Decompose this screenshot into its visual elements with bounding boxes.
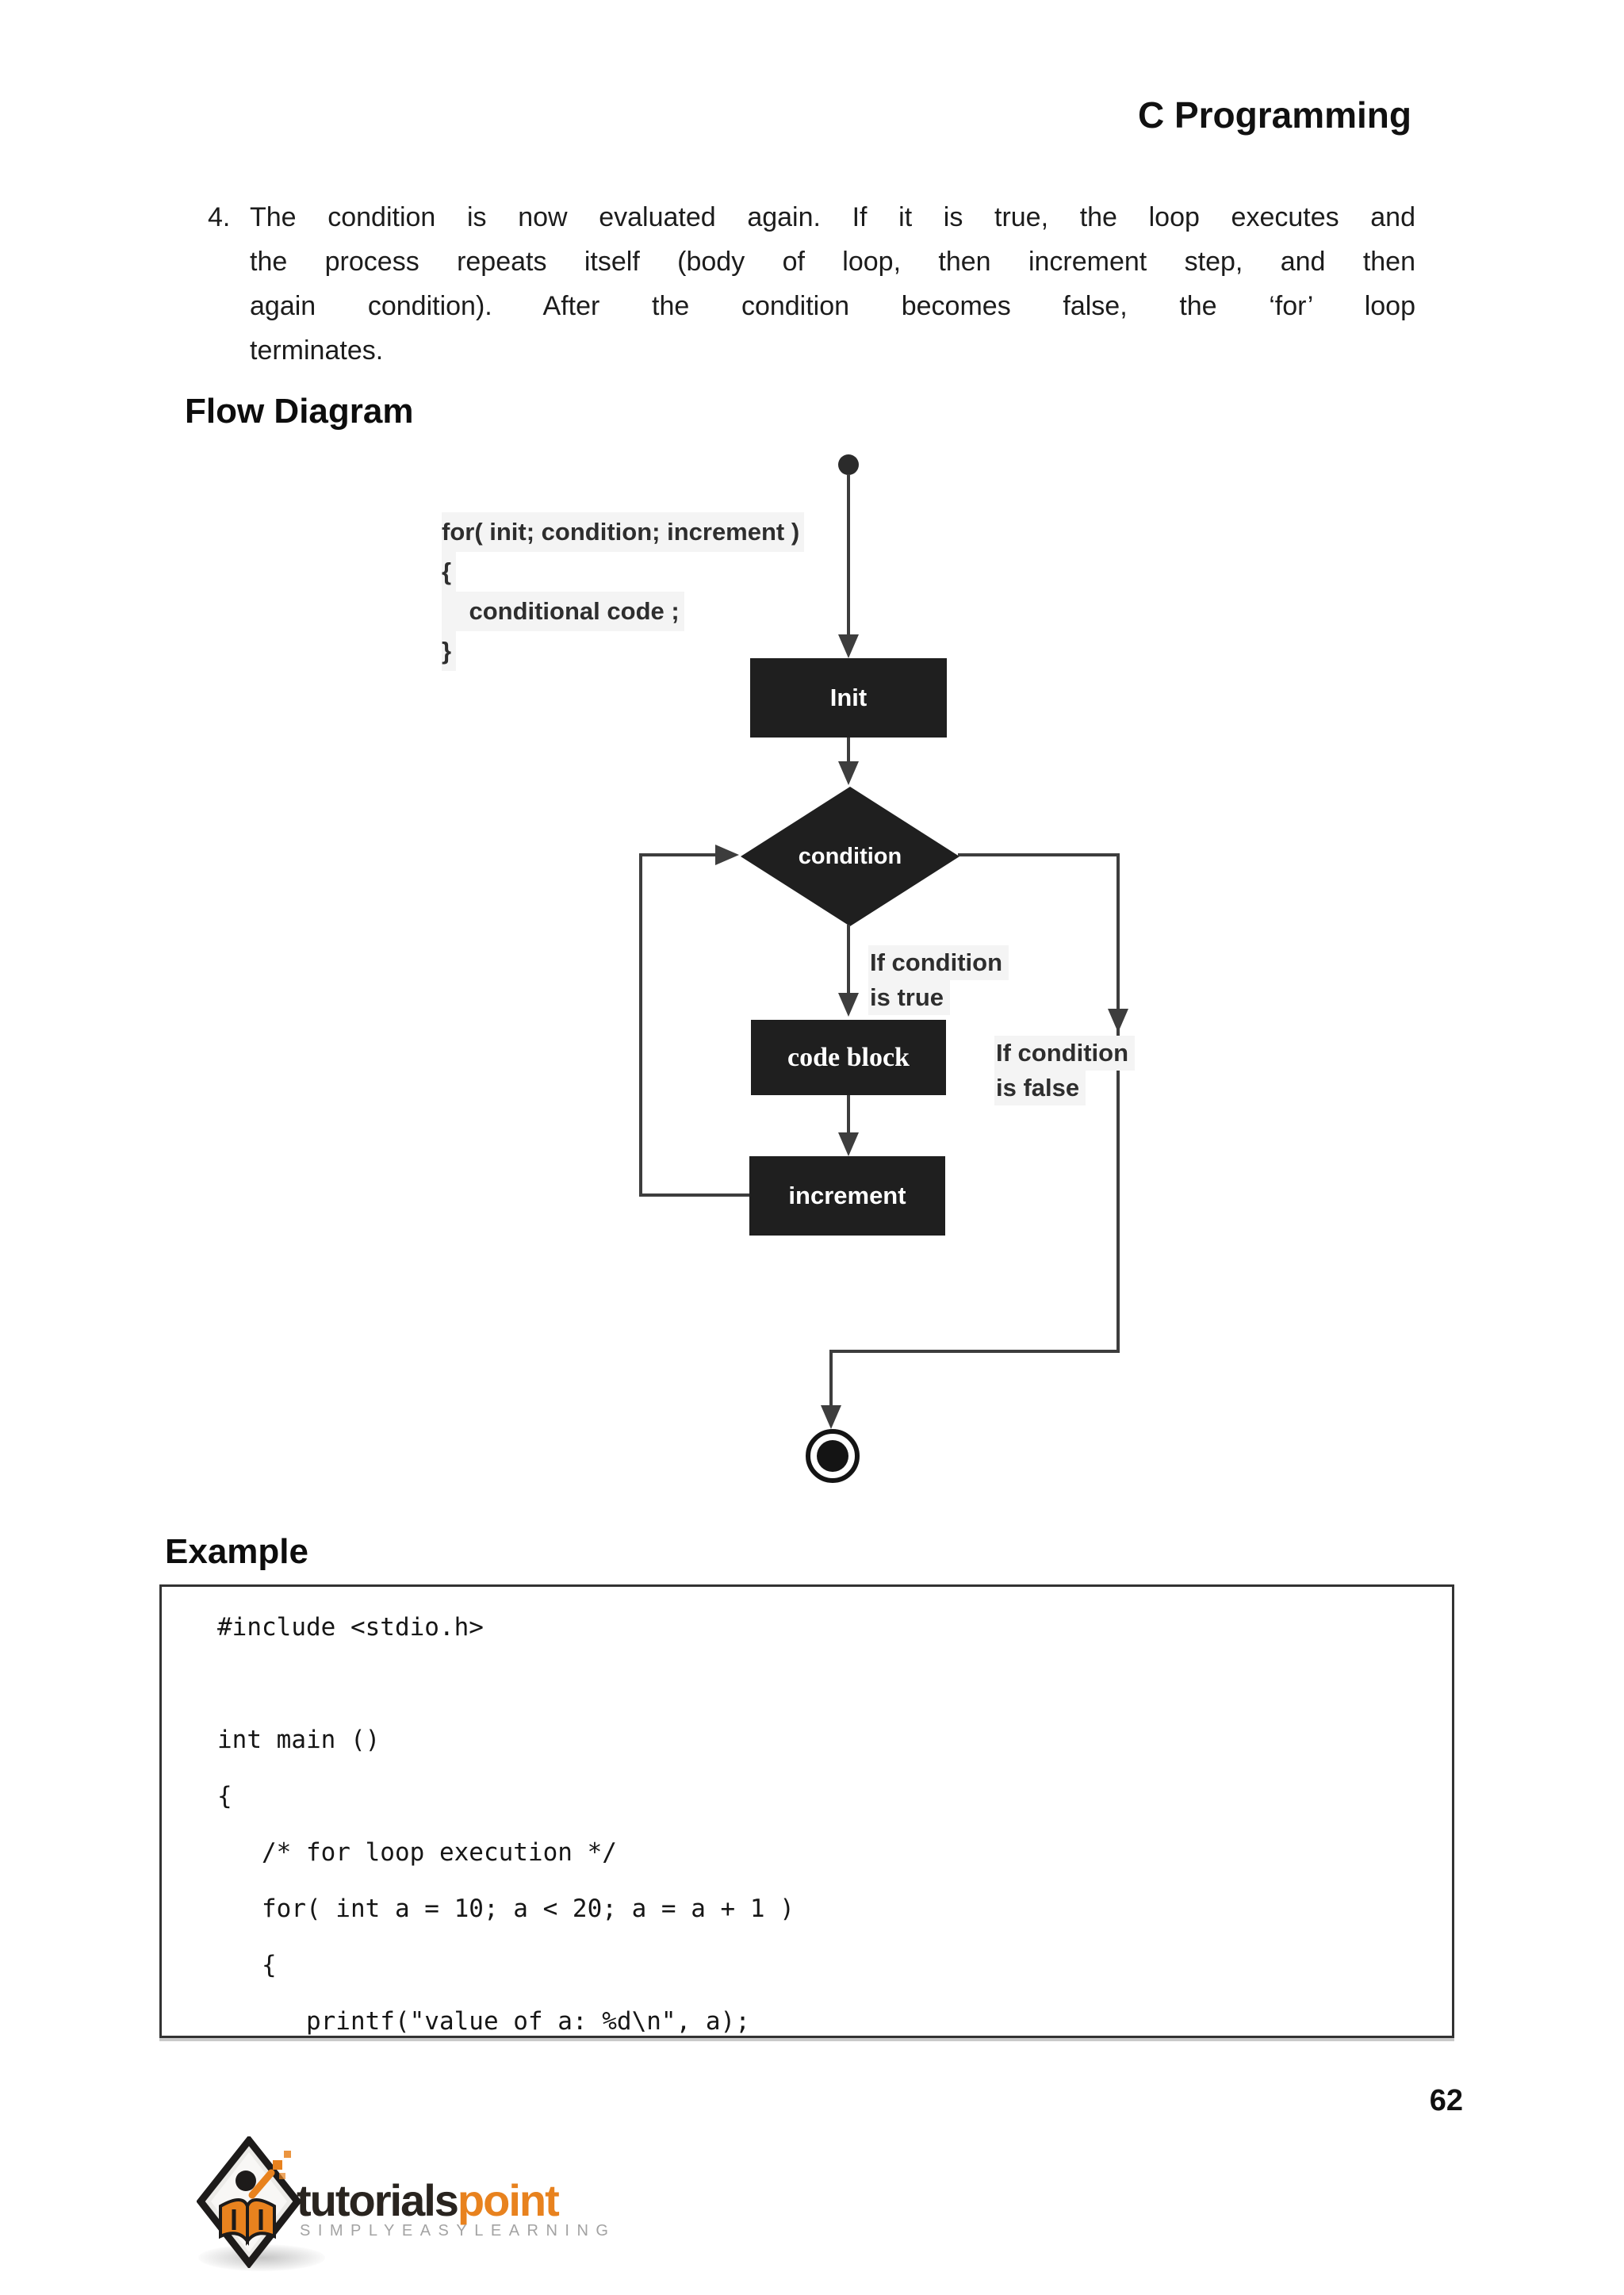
node-code-block: code block	[751, 1020, 946, 1095]
node-condition: condition	[741, 787, 959, 926]
node-init: Init	[750, 658, 947, 738]
code-example-box: #include <stdio.h> int main (){ /* for l…	[159, 1584, 1454, 2038]
node-code-block-label: code block	[787, 1042, 910, 1072]
loop-back-vertical-line	[639, 853, 642, 1197]
loop-back-top-line	[639, 853, 715, 856]
node-condition-label: condition	[798, 843, 902, 869]
arrowhead-into-condition-icon	[838, 761, 859, 785]
connector-condition-to-codeblock	[847, 925, 850, 993]
node-increment-label: increment	[788, 1182, 906, 1209]
list-item-text: The condition is now evaluated again. If…	[250, 202, 1415, 366]
false-path-bottom-line	[831, 1350, 1120, 1353]
loop-back-bottom-line	[639, 1193, 749, 1197]
arrowhead-into-condition-left-icon	[715, 845, 739, 865]
logo-wordmark: tutorialspoint	[297, 2174, 560, 2226]
for-syntax-annotation: for( init; condition; increment ){ condi…	[442, 512, 805, 671]
false-path-vertical-line	[1116, 853, 1120, 1353]
label-condition-true: If condition is true	[868, 945, 1009, 1015]
page-number: 62	[1429, 2084, 1463, 2117]
node-increment: increment	[749, 1156, 945, 1236]
example-heading: Example	[165, 1532, 308, 1571]
logo-tagline: SIMPLYEASYLEARNING	[300, 2222, 616, 2239]
code-example: #include <stdio.h> int main (){ /* for l…	[217, 1613, 795, 2036]
arrowhead-false-path-icon	[1108, 1009, 1128, 1033]
end-node-inner-dot	[817, 1440, 848, 1472]
page-header-title: C Programming	[1137, 94, 1411, 136]
label-condition-false: If condition is false	[994, 1036, 1136, 1105]
start-node-icon	[838, 454, 859, 475]
label-condition-false-line1: If condition	[994, 1036, 1136, 1071]
arrowhead-into-end-icon	[821, 1405, 841, 1429]
end-node-icon	[806, 1429, 860, 1483]
connector-start-to-init	[847, 474, 850, 636]
flow-diagram-heading: Flow Diagram	[185, 392, 414, 431]
arrowhead-into-init-icon	[838, 634, 859, 658]
logo-word-tutorials: tutorials	[297, 2175, 459, 2225]
false-path-top-line	[958, 853, 1120, 856]
tutorialspoint-logo-icon	[196, 2134, 302, 2272]
flow-diagram: for( init; condition; increment ){ condi…	[442, 454, 1136, 1483]
connector-codeblock-to-increment	[847, 1095, 850, 1132]
label-condition-true-line1: If condition	[868, 945, 1009, 980]
node-init-label: Init	[829, 684, 868, 711]
connector-to-end	[829, 1350, 833, 1420]
list-item-number: 4.	[208, 202, 231, 232]
label-condition-true-line2: is true	[868, 980, 951, 1015]
list-item-4: 4. The condition is now evaluated again.…	[208, 195, 1415, 373]
arrowhead-into-increment-icon	[838, 1132, 859, 1156]
connector-init-to-condition	[847, 738, 850, 763]
arrowhead-into-codeblock-icon	[838, 993, 859, 1017]
label-condition-false-line2: is false	[994, 1071, 1086, 1105]
logo-word-point: point	[457, 2175, 560, 2225]
